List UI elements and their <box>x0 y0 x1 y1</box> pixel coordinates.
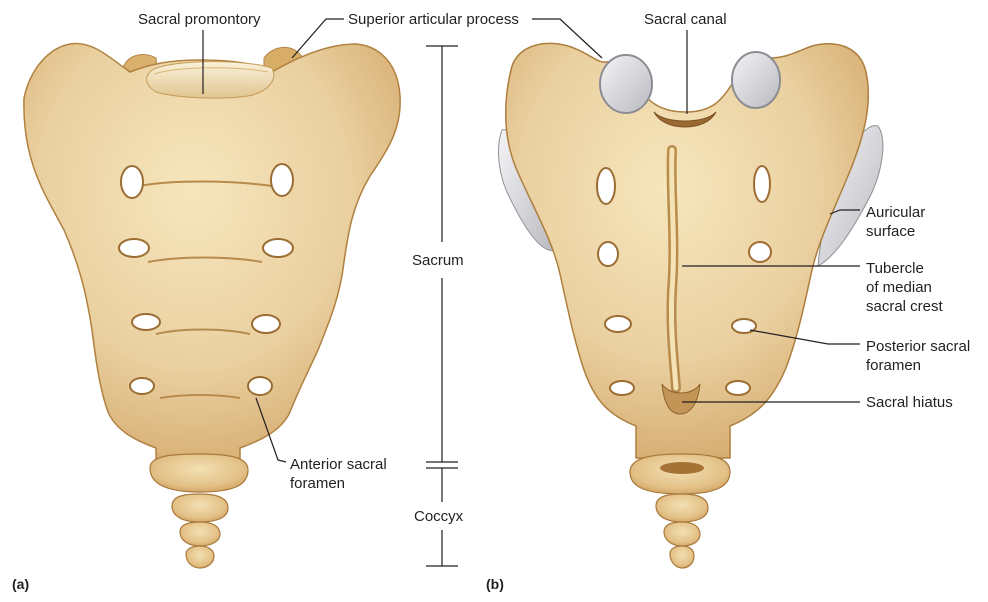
label-sacral-promontory: Sacral promontory <box>138 10 261 29</box>
posterior-foramen-r2 <box>749 242 771 262</box>
posterior-foramen-r4 <box>726 381 750 395</box>
anterior-foramen-l1 <box>121 166 143 198</box>
posterior-coccyx-seg4 <box>670 546 694 568</box>
posterior-coccyx-seg3 <box>664 522 700 546</box>
region-brackets <box>426 46 458 566</box>
left-superior-articular-facet <box>600 55 652 113</box>
posterior-foramen-line-1: Posterior sacral <box>866 337 970 356</box>
label-anterior-sacral-foramen: Anterior sacral foramen <box>290 455 387 493</box>
label-posterior-sacral-foramen: Posterior sacral foramen <box>866 337 970 375</box>
posterior-coccyx-cornua <box>660 462 704 474</box>
anterior-sacrum-body <box>24 43 400 468</box>
tubercle-line-3: sacral crest <box>866 297 943 316</box>
posterior-sacrum <box>499 43 883 568</box>
tubercle-line-2: of median <box>866 278 943 297</box>
anterior-foramen-r4 <box>248 377 272 395</box>
anterior-foramen-l4 <box>130 378 154 394</box>
anterior-foramen-r3 <box>252 315 280 333</box>
anterior-foramen-line-2: foramen <box>290 474 387 493</box>
posterior-foramen-l1 <box>597 168 615 204</box>
posterior-coccyx-seg1 <box>630 454 730 494</box>
label-coccyx: Coccyx <box>414 507 463 526</box>
anterior-foramen-l2 <box>119 239 149 257</box>
posterior-foramen-l3 <box>605 316 631 332</box>
anterior-coccyx-seg4 <box>186 546 214 568</box>
posterior-foramen-line-2: foramen <box>866 356 970 375</box>
anterior-coccyx-seg2 <box>172 494 228 522</box>
label-sacral-hiatus: Sacral hiatus <box>866 393 953 412</box>
auricular-line-2: surface <box>866 222 925 241</box>
auricular-line-1: Auricular <box>866 203 925 222</box>
label-sacral-canal: Sacral canal <box>644 10 727 29</box>
tubercle-line-1: Tubercle <box>866 259 943 278</box>
anterior-foramen-r1 <box>271 164 293 196</box>
right-superior-articular-facet <box>732 52 780 108</box>
anterior-foramen-l3 <box>132 314 160 330</box>
posterior-foramen-l4 <box>610 381 634 395</box>
panel-tag-b: (b) <box>486 576 504 592</box>
anterior-foramen-line-1: Anterior sacral <box>290 455 387 474</box>
panel-tag-a: (a) <box>12 576 29 592</box>
promontory-disc <box>147 62 274 98</box>
label-tubercle-median-sacral-crest: Tubercle of median sacral crest <box>866 259 943 316</box>
label-auricular-surface: Auricular surface <box>866 203 925 241</box>
anterior-coccyx-seg1 <box>150 454 248 492</box>
posterior-coccyx-seg2 <box>656 494 708 522</box>
label-sacrum: Sacrum <box>412 251 464 270</box>
label-superior-articular-process: Superior articular process <box>348 10 519 29</box>
posterior-foramen-l2 <box>598 242 618 266</box>
anterior-foramen-r2 <box>263 239 293 257</box>
anterior-coccyx-seg3 <box>180 522 220 546</box>
posterior-foramen-r1 <box>754 166 770 202</box>
